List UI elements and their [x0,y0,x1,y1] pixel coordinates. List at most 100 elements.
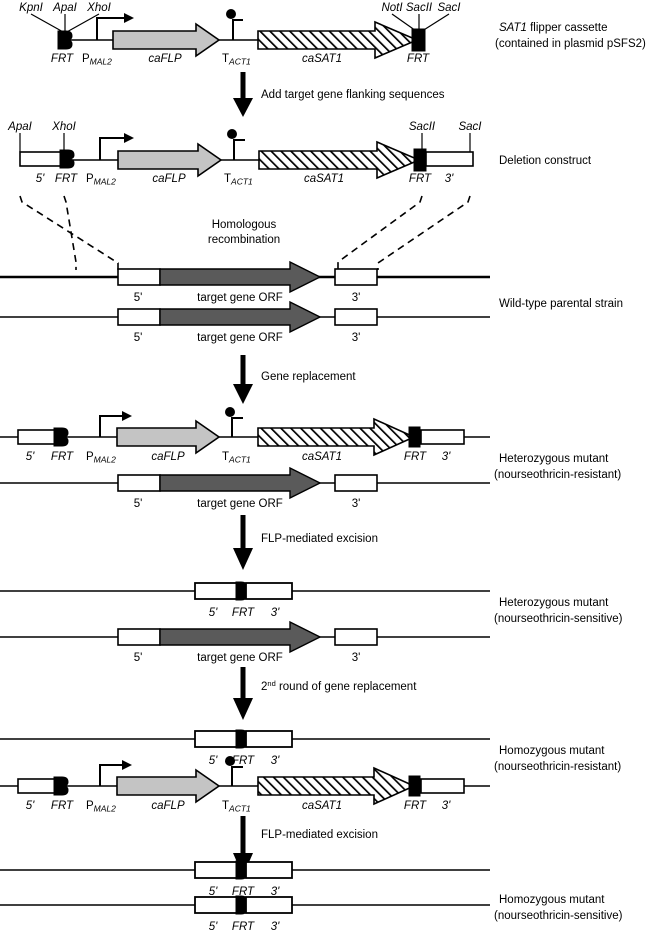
enzyme-label-xhoi-construct: XhoI [51,121,76,133]
homsens1-label-5prime: 5' [209,921,218,933]
label-casat1-construct: caSAT1 [304,173,344,185]
enzyme-label-apai-construct: ApaI [7,121,32,133]
promoter-pmal2-arrow-top [96,13,134,40]
homres2-label-tact1: TACT1 [222,800,251,814]
homres1-flank-5prime [194,730,240,748]
homres2-pmal2-sub: MAL2 [94,804,116,814]
homologous-recombination-guides [19,195,471,270]
hetres-pmal2-sub: MAL2 [94,455,116,465]
caption-homozygous-sensitive-line1: Homozygous mutant [499,894,605,906]
promoter-pmal2-arrow-construct [99,133,134,160]
hetres-frt-left [53,427,69,447]
label-pmal2-main-top: P [82,53,90,65]
hetres-label-frt-left: FRT [51,451,74,463]
row-homozygous-resistant: 5' FRT 3' 5' FRT PMAL2 caFLP [0,729,490,814]
label-5prime-construct: 5' [36,173,45,185]
label-frt-left-construct: FRT [55,173,78,185]
casat1-arrow-construct [258,140,422,180]
homres2-frt-right [408,775,421,797]
homres1-label-5prime: 5' [209,755,218,767]
hetsens-label-3prime: 3' [271,607,280,619]
hom-res-allele-2-cassette: 5' FRT PMAL2 caFLP TACT1 caSAT1 FR [0,756,490,814]
guide-left-outer [19,195,119,270]
homsens1-flank-3prime [245,896,293,914]
hom-sens-allele-1: 5' FRT 3' [0,895,490,933]
hetsens-flank-3prime [245,582,293,600]
homres2-label-5prime: 5' [26,800,35,812]
homres2-casat1-arrow [257,766,416,806]
enzyme-label-sacii-top: SacII [406,2,433,14]
label-casat1-top: caSAT1 [302,53,342,65]
hetsens2-label-5prime: 5' [134,652,143,664]
row-deletion-construct: ApaI XhoI SacII SacI 5' FRT PMAL2 caFLP [7,121,482,187]
homres2-pmal2-main: P [86,800,94,812]
hetres-frt-right [408,426,421,448]
caption-sat1-cassette-line1: SAT1 flipper cassette [499,22,607,34]
hetres-label-tact1: TACT1 [222,451,251,465]
frt-marker-left-construct [59,149,75,169]
step-homologous-recombination-line2: recombination [208,234,280,246]
caflp-arrow-top [112,22,221,58]
wt2-target-orf-arrow [159,300,322,334]
hetsens-flank-5prime [194,582,240,600]
homsens1-label-frt: FRT [232,921,255,933]
homres1-label-frt: FRT [232,755,255,767]
enzyme-label-noti-top: NotI [381,2,403,14]
label-tact1-main-construct: T [224,173,231,185]
hetres2-flank-5prime [117,474,161,492]
homres2-label-frt-left: FRT [51,800,74,812]
step-homologous-recombination-line1: Homologous [212,219,277,231]
homres2-caflp-arrow [116,768,221,804]
homres2-terminator-tact1 [225,756,243,786]
hom-res-allele-1-frt: 5' FRT 3' [0,729,490,767]
hetres-label-caflp: caFLP [151,451,185,463]
wt1-label-5prime: 5' [134,292,143,304]
homres2-tact1-main: T [222,800,229,812]
hetres-flank-3prime [420,429,465,445]
homsens2-flank-3prime [245,861,293,879]
wt1-label-3prime: 3' [352,292,361,304]
label-tact1-sub-top: ACT1 [228,57,251,67]
hetres2-label-5prime: 5' [134,498,143,510]
wildtype-allele-1: 5' target gene ORF 3' [0,260,490,304]
step-second-round-prefix: 2 [261,681,267,693]
homsens2-label-3prime: 3' [271,886,280,898]
hetres2-target-orf-arrow [159,466,322,500]
wt1-label-orf: target gene ORF [197,292,283,304]
guide-left-inner [63,195,77,270]
hetsens2-label-3prime: 3' [352,652,361,664]
label-pmal2-sub-construct: MAL2 [94,177,116,187]
hetres-promoter-pmal2 [99,411,132,437]
hetsens2-label-orf: target gene ORF [197,652,283,664]
homres1-label-3prime: 3' [271,755,280,767]
step-gene-replacement-label: Gene replacement [261,371,356,383]
caption-sat1-cassette-line2: (contained in plasmid pSFS2) [495,38,646,50]
hetsens2-flank-5prime [117,628,161,646]
step-flp-excision-2-label: FLP-mediated excision [261,829,378,841]
wildtype-allele-2: 5' target gene ORF 3' [0,300,490,344]
step-add-flanking-label: Add target gene flanking sequences [261,89,445,101]
hom-sens-allele-2: 5' FRT 3' [0,860,490,898]
terminator-tact1-construct [227,129,245,160]
caption-wild-type: Wild-type parental strain [499,298,623,310]
hetres-tact1-sub: ACT1 [228,455,251,465]
step-second-round-arrow [233,667,253,720]
frt-marker-right-construct [413,148,427,172]
label-frt-right-construct: FRT [409,173,432,185]
step-second-round-superscript: nd [267,679,275,688]
enzyme-label-sacii-construct: SacII [409,121,436,133]
caption-heterozygous-resistant-line1: Heterozygous mutant [499,453,609,465]
label-caflp-top: caFLP [148,53,182,65]
homres2-tact1-sub: ACT1 [228,804,251,814]
label-pmal2-sub-top: MAL2 [90,57,112,67]
caption-deletion-construct: Deletion construct [499,155,592,167]
caption-heterozygous-sensitive-line1: Heterozygous mutant [499,597,609,609]
hetres2-label-3prime: 3' [352,498,361,510]
homsens1-label-3prime: 3' [271,921,280,933]
hetres-label-frt-right: FRT [404,451,427,463]
caption-heterozygous-sensitive-line2: (nourseothricin-sensitive) [494,613,623,625]
homsens1-flank-5prime [194,896,240,914]
step-flp-excision-1-label: FLP-mediated excision [261,533,378,545]
het-res-allele-1-cassette: 5' FRT PMAL2 caFLP TACT1 caSAT1 FR [0,407,490,465]
het-sens-allele-2-orf: 5' target gene ORF 3' [0,620,490,664]
